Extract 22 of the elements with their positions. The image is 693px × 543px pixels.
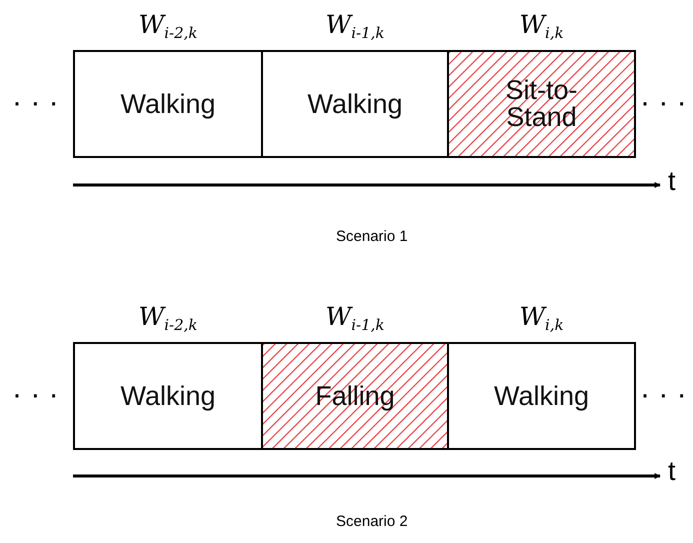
window-label: W$_{i,k}$ [519, 302, 564, 334]
ellipsis: · · · [640, 86, 687, 120]
activity-label: Walking [306, 90, 404, 118]
scenario-caption: Scenario 2 [336, 513, 408, 530]
scenario-caption: Scenario 1 [336, 228, 408, 245]
ellipsis: · · · [640, 378, 687, 412]
activity-label: Walking [119, 90, 217, 118]
window-label: W$_{i,k}$ [519, 10, 564, 42]
ellipsis: · · · [12, 86, 59, 120]
window-label: W$_{i-2,k}$ [138, 302, 198, 334]
window-label: W$_{i-1,k}$ [326, 10, 384, 42]
ellipsis: · · · [12, 378, 59, 412]
activity-window-box [73, 50, 263, 158]
time-axis-label: t [668, 166, 676, 197]
activity-window-box [447, 50, 636, 158]
activity-label: Walking [492, 382, 590, 410]
activity-window-box [447, 342, 636, 450]
activity-label: Walking [119, 382, 217, 410]
window-label: W$_{i-2,k}$ [138, 10, 198, 42]
time-axis-label: t [668, 456, 676, 487]
window-label: W$_{i-1,k}$ [326, 302, 384, 334]
activity-window-box [261, 342, 449, 450]
